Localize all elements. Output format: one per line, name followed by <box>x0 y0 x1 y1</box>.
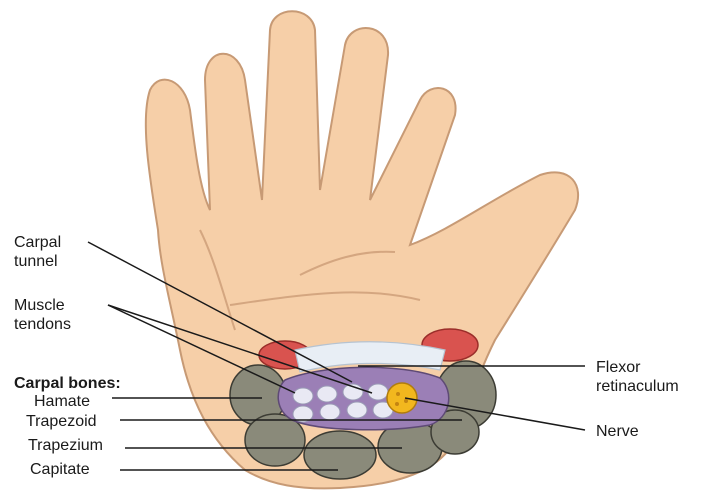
label-nerve: Nerve <box>596 422 639 441</box>
capitate-bone <box>304 431 376 479</box>
label-trapezium: Trapezium <box>28 436 103 455</box>
label-carpal-bones: Carpal bones: <box>14 374 121 393</box>
label-hamate: Hamate <box>34 392 90 411</box>
label-muscle-tendons: Muscle tendons <box>14 296 71 334</box>
label-carpal-tunnel: Carpal tunnel <box>14 233 61 271</box>
label-trapezoid: Trapezoid <box>26 412 97 431</box>
median-nerve <box>387 383 417 413</box>
label-flexor-retinaculum: Flexor retinaculum <box>596 358 679 396</box>
label-capitate: Capitate <box>30 460 90 479</box>
